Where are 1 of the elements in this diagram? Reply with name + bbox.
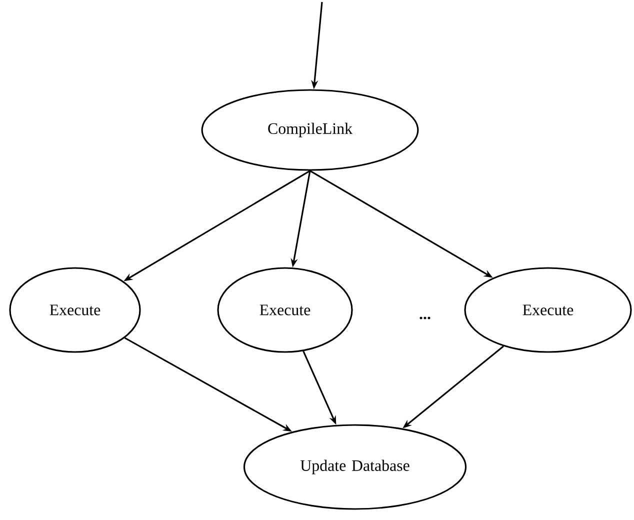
ellipsis-text: ... bbox=[420, 316, 430, 320]
